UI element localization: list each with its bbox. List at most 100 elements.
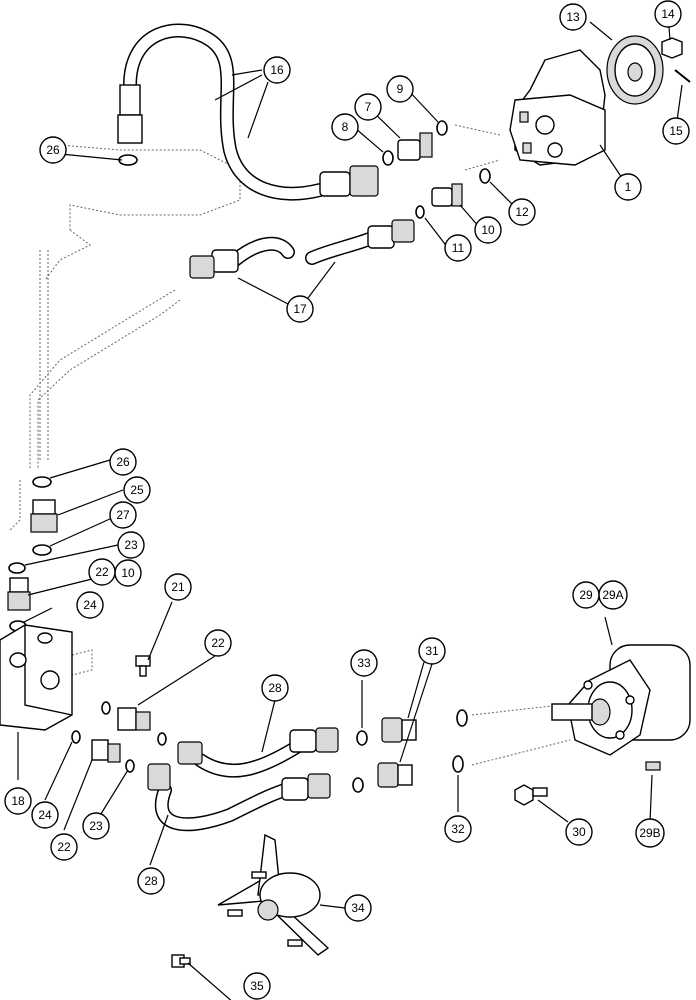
oring-11 — [415, 205, 425, 219]
spinner-disc — [217, 833, 330, 956]
callout-10-lower: 10 — [114, 559, 142, 587]
leader-lines — [17, 14, 683, 1000]
callout-29: 29 — [572, 581, 600, 609]
bolt-21 — [135, 655, 151, 677]
svg-text:15: 15 — [669, 124, 683, 138]
svg-text:13: 13 — [566, 10, 580, 24]
hose-28-upper — [177, 727, 339, 778]
callout-23-upper: 23 — [117, 531, 145, 559]
callout-32: 32 — [444, 815, 472, 843]
callout-10-upper: 10 — [474, 216, 502, 244]
svg-text:23: 23 — [124, 538, 138, 552]
callout-31: 31 — [418, 637, 446, 665]
svg-text:22: 22 — [95, 565, 109, 579]
svg-text:28: 28 — [268, 681, 282, 695]
svg-text:34: 34 — [351, 901, 365, 915]
bolt-35 — [171, 954, 191, 968]
svg-text:28: 28 — [144, 874, 158, 888]
callout-12: 12 — [508, 198, 536, 226]
callout-21: 21 — [164, 573, 192, 601]
fitting-31-lower — [377, 762, 413, 788]
callout-7: 7 — [354, 93, 382, 121]
svg-text:10: 10 — [121, 566, 135, 580]
callout-26-left: 26 — [39, 136, 67, 164]
callout-23-lower: 23 — [82, 812, 110, 840]
callout-35: 35 — [243, 972, 271, 1000]
fitting-31-upper — [381, 717, 417, 743]
oring-32 — [452, 755, 464, 773]
svg-text:24: 24 — [38, 808, 52, 822]
callout-15: 15 — [662, 117, 690, 145]
hose-28-lower — [147, 763, 331, 832]
svg-text:11: 11 — [452, 241, 465, 255]
callout-11: 11 — [444, 234, 472, 262]
oring-32-upper — [456, 709, 468, 727]
svg-text:10: 10 — [481, 223, 495, 237]
svg-text:22: 22 — [211, 636, 225, 650]
callout-33: 33 — [350, 649, 378, 677]
ghost-lines — [9, 124, 571, 766]
fitting-7 — [397, 132, 433, 161]
svg-text:16: 16 — [270, 63, 284, 77]
oring-9 — [436, 120, 448, 136]
svg-text:32: 32 — [451, 822, 465, 836]
hose-16 — [117, 23, 379, 201]
oring-24-lower — [71, 730, 81, 744]
callout-29B: 29B — [635, 818, 665, 848]
oring-extra-1 — [101, 701, 111, 715]
callout-14: 14 — [654, 0, 682, 28]
svg-text:31: 31 — [425, 644, 439, 658]
callout-17: 17 — [286, 295, 314, 323]
callout-8: 8 — [331, 113, 359, 141]
callout-22-bottom: 22 — [50, 833, 78, 861]
gear-nut — [661, 37, 683, 59]
callout-1: 1 — [614, 173, 642, 201]
svg-text:29A: 29A — [602, 588, 623, 602]
hydraulic-motor — [551, 644, 691, 756]
oring-23-upper — [8, 562, 26, 574]
oring-33-lower — [352, 777, 364, 793]
callout-29A: 29A — [598, 580, 628, 610]
bolt-30 — [514, 784, 548, 806]
fitting-22-upper — [7, 577, 31, 611]
svg-text:29B: 29B — [639, 826, 660, 840]
callout-22-right: 22 — [204, 629, 232, 657]
svg-text:7: 7 — [365, 100, 372, 114]
callout-16: 16 — [263, 56, 291, 84]
svg-text:30: 30 — [572, 825, 586, 839]
svg-text:17: 17 — [293, 302, 307, 316]
callout-30: 30 — [565, 818, 593, 846]
drive-gear — [606, 35, 664, 105]
svg-text:25: 25 — [130, 483, 144, 497]
callout-34: 34 — [344, 894, 372, 922]
callout-9: 9 — [386, 75, 414, 103]
svg-text:26: 26 — [116, 455, 130, 469]
svg-text:23: 23 — [89, 819, 103, 833]
callout-13: 13 — [559, 3, 587, 31]
callout-24-lower: 24 — [31, 801, 59, 829]
oring-8 — [382, 150, 394, 166]
svg-text:14: 14 — [661, 7, 675, 21]
callout-27: 27 — [109, 501, 137, 529]
callout-24-upper: 24 — [76, 591, 104, 619]
oring-extra-2 — [157, 732, 167, 746]
callout-25: 25 — [123, 476, 151, 504]
oring-12 — [479, 168, 491, 184]
svg-text:27: 27 — [116, 508, 130, 522]
callout-26-right: 26 — [109, 448, 137, 476]
fitting-22-lower — [91, 739, 121, 763]
motor-key — [645, 761, 661, 771]
svg-text:21: 21 — [171, 580, 185, 594]
hose-17-left — [189, 236, 295, 279]
valve-block — [0, 624, 73, 731]
svg-text:26: 26 — [46, 143, 60, 157]
svg-text:29: 29 — [579, 588, 593, 602]
fitting-10-upper — [431, 183, 463, 207]
gear-key — [674, 69, 691, 83]
oring-27 — [32, 544, 52, 556]
svg-text:1: 1 — [625, 180, 632, 194]
svg-text:9: 9 — [397, 82, 404, 96]
svg-text:35: 35 — [250, 979, 264, 993]
hose-17-right — [305, 219, 415, 265]
